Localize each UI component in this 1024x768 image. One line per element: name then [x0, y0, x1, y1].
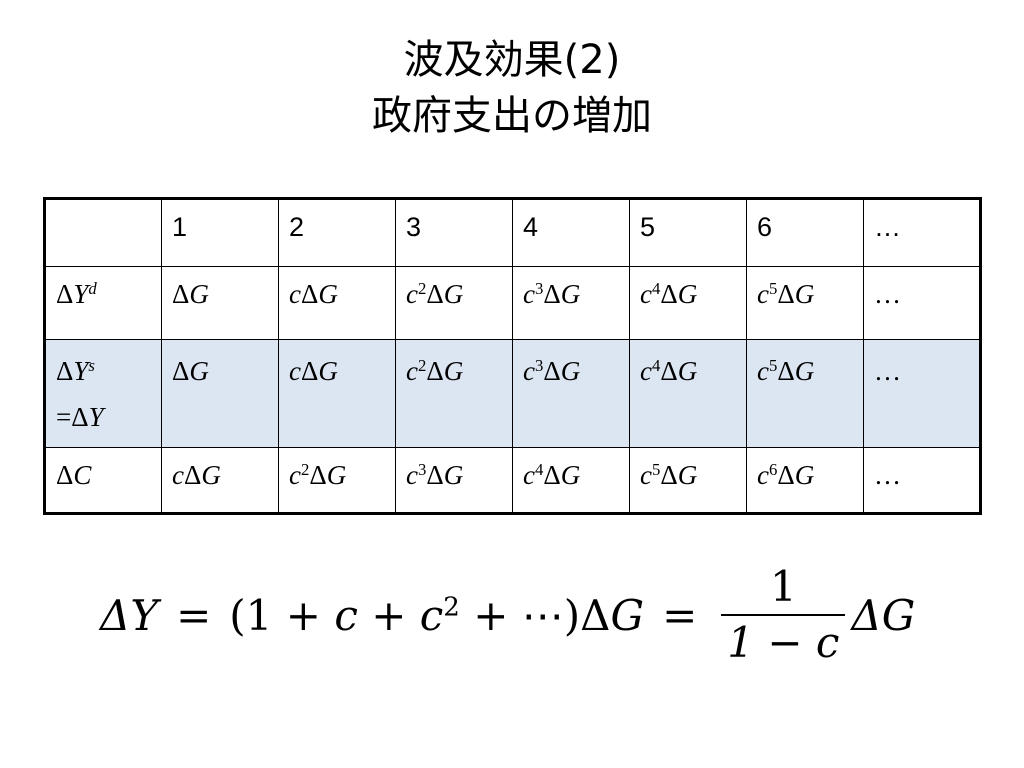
slide-title: 波及効果(2) 政府支出の増加 — [0, 32, 1024, 144]
row-label: ΔYd — [44, 266, 162, 340]
table-cell: … — [863, 266, 981, 340]
table-cell: c4ΔG — [629, 339, 747, 448]
row-label: ΔYs=ΔY — [44, 339, 162, 448]
header-cell: 2 — [278, 198, 396, 267]
formula-lhs: ΔY — [100, 590, 159, 640]
table-cell: c5ΔG — [746, 266, 864, 340]
table-cell: cΔG — [161, 447, 279, 514]
header-cell: 6 — [746, 198, 864, 267]
formula-rhs: ΔG — [851, 590, 916, 640]
header-cell: 4 — [512, 198, 630, 267]
formula-equals-1: = — [176, 590, 212, 640]
title-line-2: 政府支出の増加 — [372, 93, 652, 139]
table-cell: c4ΔG — [512, 447, 630, 514]
header-cell: 3 — [395, 198, 513, 267]
table-cell: c3ΔG — [512, 339, 630, 448]
table-cell: cΔG — [278, 339, 396, 448]
formula-series: (1 + c + c2 + ⋯)ΔG — [229, 590, 645, 640]
table-cell: ΔG — [161, 266, 279, 340]
header-cell: … — [863, 198, 981, 267]
row-label: ΔC — [44, 447, 162, 514]
table-cell: c2ΔG — [395, 339, 513, 448]
table-cell: c2ΔG — [395, 266, 513, 340]
table-cell: c4ΔG — [629, 266, 747, 340]
table-cell: cΔG — [278, 266, 396, 340]
table-cell: c5ΔG — [746, 339, 864, 448]
multiplier-formula: ΔY = (1 + c + c2 + ⋯)ΔG = 1 1 − c ΔG — [100, 555, 940, 675]
table-cell: … — [863, 447, 981, 514]
fraction-denominator: 1 − c — [721, 614, 846, 666]
header-cell: 5 — [629, 198, 747, 267]
header-cell — [44, 198, 162, 267]
table-cell: c3ΔG — [512, 266, 630, 340]
header-cell: 1 — [161, 198, 279, 267]
table-cell: c6ΔG — [746, 447, 864, 514]
table-cell: ΔG — [161, 339, 279, 448]
table-cell: c5ΔG — [629, 447, 747, 514]
table-cell: c2ΔG — [278, 447, 396, 514]
formula-equals-2: = — [662, 590, 698, 640]
formula-fraction: 1 1 − c — [721, 561, 846, 666]
table-cell: … — [863, 339, 981, 448]
title-line-1: 波及効果(2) — [403, 37, 621, 83]
table-cell: c3ΔG — [395, 447, 513, 514]
fraction-numerator: 1 — [769, 561, 797, 611]
